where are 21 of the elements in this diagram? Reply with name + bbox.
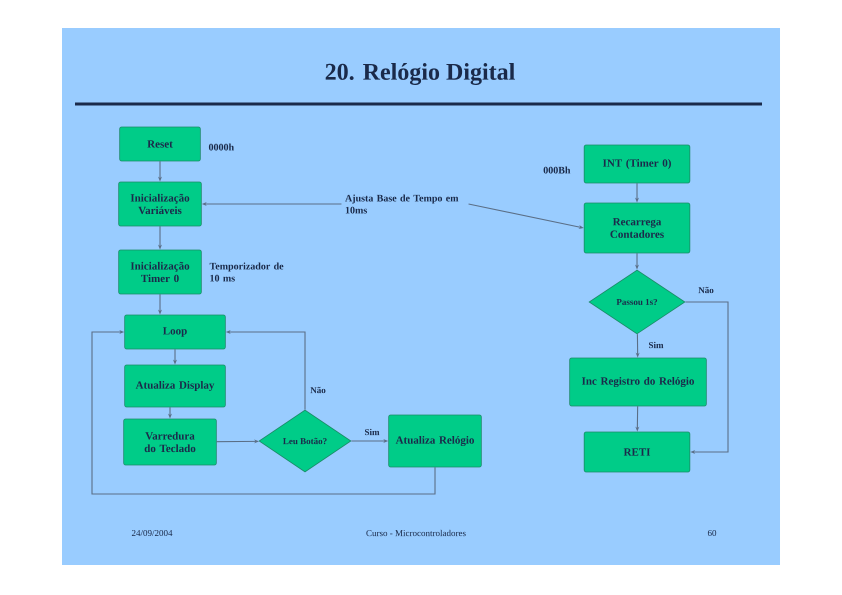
process-box: Varredura do Teclado <box>123 418 217 466</box>
footer-text: Curso - Microcontroladores <box>366 530 466 536</box>
process-box: RETI <box>584 432 690 472</box>
footer-text: 24/09/2004 <box>132 530 172 536</box>
process-box: Recarrega Contadores <box>584 202 690 254</box>
process-box: Atualiza Relógio <box>388 414 482 468</box>
side-note: Temporizador de 10 ms <box>210 262 284 282</box>
process-box: INT (Timer 0) <box>584 144 690 184</box>
side-note: 000Bh <box>544 166 570 174</box>
arrow <box>91 330 436 495</box>
process-box: Inicialização Timer 0 <box>118 250 202 294</box>
footer-text: 60 <box>708 530 716 536</box>
process-box: Inc Registro do Relógio <box>569 358 707 406</box>
process-box: Loop <box>124 314 226 350</box>
process-box: Inicialização Variáveis <box>118 182 202 226</box>
arrow <box>685 301 729 454</box>
side-note: 0000h <box>208 143 234 150</box>
process-box: Atualiza Display <box>124 364 226 408</box>
annotation-text: Ajusta Base de Tempo em 10ms <box>345 194 458 214</box>
title: 20. Relógio Digital <box>326 63 515 85</box>
process-box: Reset <box>119 126 201 162</box>
